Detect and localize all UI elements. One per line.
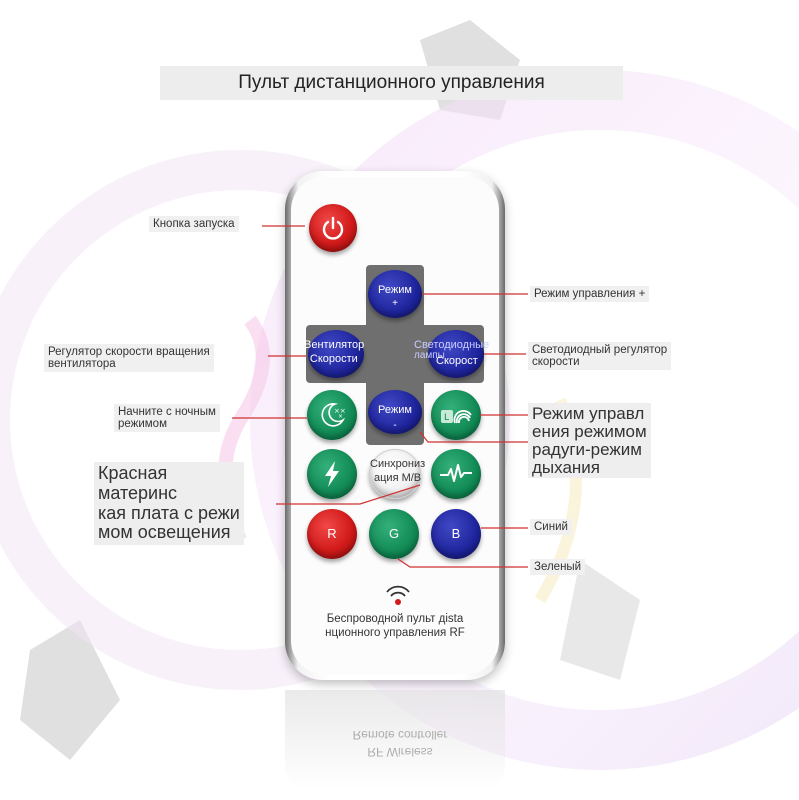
rainbow-mode-button[interactable]: L [431, 390, 481, 440]
flash-mode-button[interactable] [307, 449, 357, 499]
mode-minus-button[interactable] [368, 390, 422, 434]
night-mode-button[interactable]: ×× × [307, 390, 357, 440]
moon-icon: ×× × [321, 403, 346, 427]
svg-text:×: × [338, 413, 343, 420]
led-speed-text-3: Скорост [436, 355, 478, 367]
label-rainbow-breath-3: радуги-режим [532, 439, 642, 459]
power-icon [322, 216, 344, 240]
lightning-icon [325, 461, 339, 487]
remote-caption: Беспроводной пульт дista нционного управ… [300, 612, 490, 641]
led-speed-button[interactable] [428, 330, 484, 378]
label-fan-speed: Регулятор скорости вращения вентилятора [44, 344, 214, 373]
label-motherboard-3: кая плата с режи [98, 502, 240, 523]
mode-plus-sign: + [392, 298, 398, 309]
label-fan-speed-2: вентилятора [48, 358, 116, 371]
label-mode-plus: Режим управления + [530, 286, 650, 303]
label-blue: Синий [530, 519, 572, 536]
reflection-text-1: Remote controller [352, 728, 448, 742]
led-speed-text-2: лампы [414, 350, 445, 361]
mode-minus-text: Режим [378, 404, 412, 416]
label-night-mode: Начните с ночным режимом [114, 404, 220, 433]
label-rainbow-breath-1: Режим управл [532, 404, 645, 423]
label-motherboard-2: материнс [98, 482, 178, 503]
pulse-icon [440, 464, 472, 482]
label-rainbow-breath-2: ения режимом [532, 421, 647, 441]
blue-button[interactable]: B [431, 509, 481, 559]
mode-plus-button[interactable] [368, 270, 422, 318]
caption-line-2: нционного управления RF [325, 627, 465, 640]
fan-speed-text-2: | Скорости [304, 353, 358, 365]
mode-plus-text: Режим [378, 284, 412, 296]
label-rainbow-breath: Режим управл ения режимом радуги-режим д… [528, 403, 651, 479]
label-fan-speed-1: Регулятор скорости вращения [48, 346, 210, 358]
red-button[interactable]: R [307, 509, 357, 559]
svg-text:××: ×× [334, 407, 346, 415]
rainbow-icon: L [441, 410, 472, 424]
l-button-text: L [444, 413, 449, 423]
page-title: Пульт дистанционного управления [160, 66, 623, 100]
power-button[interactable] [309, 204, 357, 252]
label-night-mode-1: Начните с ночным [118, 406, 216, 418]
led-speed-text-1: Светодиодные [414, 339, 490, 351]
reflection-text-2: RF Wireless [367, 745, 433, 759]
fan-speed-text-1: Вентилятор [304, 339, 365, 351]
label-motherboard-4: мом освещения [98, 522, 231, 543]
caption-line-1: Беспроводной пульт дista [326, 613, 464, 625]
mode-minus-sign: - [393, 420, 397, 431]
sync-text-2: ация M/B [374, 472, 422, 484]
label-led-speed-2: скорости [532, 356, 580, 369]
fan-speed-button[interactable] [308, 330, 364, 378]
label-night-mode-2: режимом [118, 418, 167, 431]
green-button[interactable]: G [369, 509, 419, 559]
sync-text-1: Синхрониз [370, 458, 426, 470]
label-motherboard: Красная материнс кая плата с режи мом ос… [94, 462, 244, 546]
label-power: Кнопка запуска [149, 216, 239, 233]
label-motherboard-1: Красная [98, 463, 168, 483]
remote-reflection [285, 690, 505, 800]
label-green: Зеленый [530, 559, 586, 576]
label-led-speed-1: Светодиодный регулятор [532, 344, 668, 356]
wireless-icon [386, 585, 410, 605]
label-led-speed: Светодиодный регулятор скорости [528, 342, 672, 371]
breath-mode-button[interactable] [431, 449, 481, 499]
label-rainbow-breath-4: дыхания [532, 457, 600, 477]
